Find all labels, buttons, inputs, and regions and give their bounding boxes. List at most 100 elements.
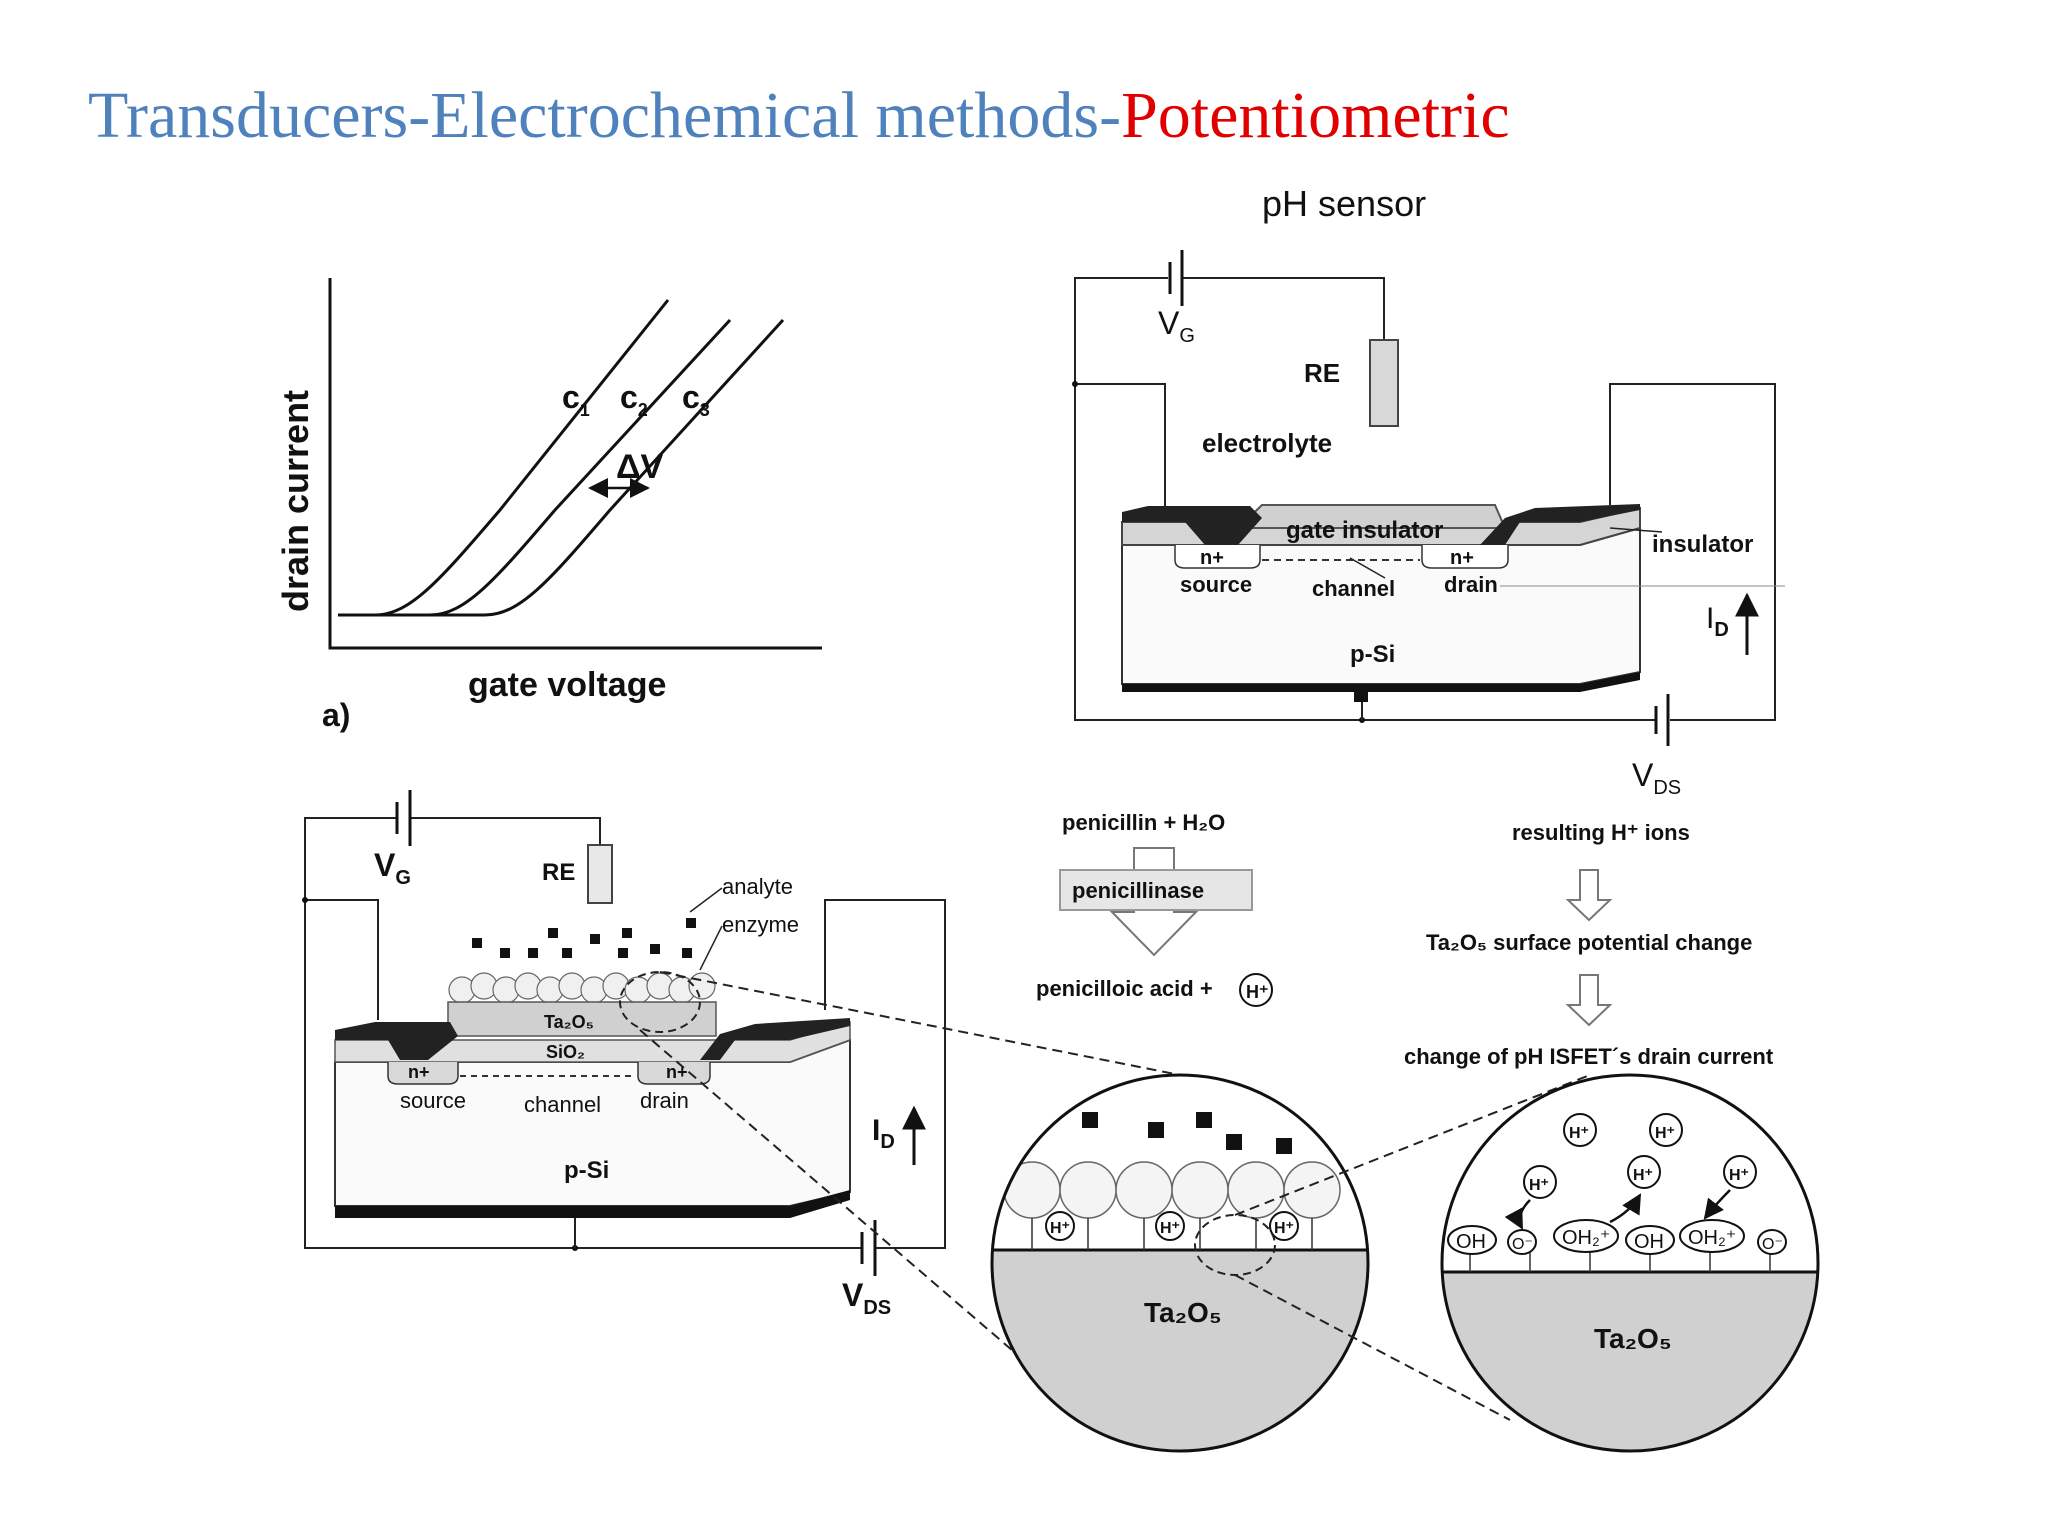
zoom-circle-surface: OH O⁻ OH₂⁺ OH OH₂⁺ O⁻ H⁺ H⁺ H⁺ H⁺ [1440,1073,1820,1453]
ph-drain-contact [1480,504,1640,545]
zoom2-oxide [1442,1272,1818,1451]
ph-nplus-source: n+ [1200,547,1224,569]
svg-text:H⁺: H⁺ [1729,1167,1749,1184]
reaction-h-ion: H⁺ [1246,982,1269,1002]
ph-sensor-title: pH sensor [1262,183,1426,224]
svg-text:H⁺: H⁺ [1050,1220,1070,1237]
curve-label-c2: c2 [620,379,648,420]
svg-text:OH₂⁺: OH₂⁺ [1688,1227,1736,1249]
svg-text:H⁺: H⁺ [1529,1177,1549,1194]
reaction-products: penicilloic acid + [1036,976,1213,1001]
ph-re-label: RE [1304,358,1340,388]
ph-channel-label: channel [1312,576,1395,601]
curve-label-c1: c1 [562,379,590,420]
ph-vds-label: VDS [1632,757,1681,799]
svg-text:OH: OH [1456,1231,1486,1253]
ph-insulator-label: insulator [1652,531,1753,558]
enfet-ta2o5-layer [447,1001,717,1037]
ph-id-label: ID [1706,602,1729,641]
ph-vg-label: VG [1158,305,1195,347]
zoom2-h-ions: H⁺ H⁺ H⁺ H⁺ H⁺ [1523,1113,1757,1199]
zoom1-oxide [992,1250,1368,1451]
svg-text:H⁺: H⁺ [1655,1125,1675,1142]
svg-text:H⁺: H⁺ [1633,1167,1653,1184]
title-accent: Potentiometric [1121,79,1510,152]
enfet-re-label: RE [542,859,575,886]
svg-text:O⁻: O⁻ [1512,1236,1533,1253]
ph-gate-insulator-label: gate insulator [1286,517,1443,544]
zoom1-oxide-label: Ta₂O₅ [1144,1297,1222,1328]
ph-source-label: source [1180,572,1252,597]
ph-nplus-drain: n+ [1450,547,1474,569]
enzyme-layer [448,972,716,1004]
drain-circuit-wire [1362,383,1776,721]
curve-label-c3: c3 [682,379,710,420]
chain-step3: change of pH ISFET´s drain current [1404,1044,1774,1069]
enfet-id-label: ID [872,1114,895,1153]
chain-arrow-2 [1565,974,1613,1027]
panel-label: a) [322,697,350,733]
gate-circuit-wire [1074,277,1385,721]
enfet-source-label: source [400,1088,466,1113]
enfet-source-diffusion [387,1062,459,1085]
ph-source-contact [1122,506,1262,545]
graph-xlabel: gate voltage [468,666,666,704]
enfet-nplus-drain: n+ [666,1062,688,1082]
ph-backside-contact [1122,672,1640,692]
enfet-nplus-source: n+ [408,1062,430,1082]
enfet-drain-wire [570,899,946,1249]
enfet-diagram: VG VDS RE analyte enzyme [302,790,1181,1401]
reference-electrode [1369,339,1399,427]
enfet-vg-label: VG [374,847,411,889]
cause-chain: resulting H⁺ ions Ta₂O₅ surface potentia… [1404,820,1774,1069]
enfet-substrate-label: p-Si [564,1157,609,1184]
title-main: Transducers-Electrochemical methods- [88,79,1122,152]
ph-drain-diffusion [1421,545,1509,569]
chain-arrow-1 [1565,869,1613,922]
slide-title: Transducers-Electrochemical methods-Pote… [88,78,1510,154]
svg-text:H⁺: H⁺ [1160,1220,1180,1237]
transfer-curve-graph: ΔV c1 c2 c3 drain current gate voltage a… [275,278,822,733]
ph-drain-label: drain [1444,572,1498,597]
enfet-reference-electrode [587,844,613,904]
electrolyte-label: electrolyte [1202,428,1332,458]
enfet-drain-label: drain [640,1088,689,1113]
svg-text:H⁺: H⁺ [1274,1220,1294,1237]
analyte-molecules [472,918,696,958]
enfet-vds-label: VDS [842,1277,891,1319]
enzymatic-reaction: penicillin + H₂O penicillinase penicillo… [1036,810,1273,1007]
zoom2-surface-groups: OH O⁻ OH₂⁺ OH OH₂⁺ O⁻ [1447,1219,1787,1255]
svg-text:H⁺: H⁺ [1569,1125,1589,1142]
enfet-back-contact [335,1190,850,1218]
delta-v-label: ΔV [616,448,663,486]
ph-substrate-label: p-Si [1350,641,1395,668]
graph-axes [328,278,822,650]
reaction-reactants: penicillin + H₂O [1062,810,1225,835]
chain-step1: resulting H⁺ ions [1512,820,1690,845]
ph-source-diffusion [1174,545,1261,569]
reaction-enzyme: penicillinase [1072,878,1204,903]
svg-text:OH₂⁺: OH₂⁺ [1562,1227,1610,1249]
analyte-label: analyte [722,874,793,899]
chain-step2: Ta₂O₅ surface potential change [1426,930,1752,955]
zoom-circle-enzyme: H⁺ H⁺ H⁺ Ta₂O₅ [990,1073,1591,1453]
ph-sensor-diagram: pH sensor VG VDS RE electrolyte n+ n+ ga… [1072,183,1785,799]
curve-c3 [338,318,785,617]
enfet-channel-label: channel [524,1092,601,1117]
svg-text:OH: OH [1634,1231,1664,1253]
enfet-sio2-label: SiO₂ [546,1042,585,1062]
zoom1-h-ions: H⁺ H⁺ H⁺ [1045,1211,1299,1241]
enfet-drain-diffusion [637,1062,711,1085]
reaction-h-ion-circle [1239,973,1273,1007]
enfet-ta2o5-label: Ta₂O₅ [544,1012,594,1032]
zoom2-oxide-label: Ta₂O₅ [1594,1323,1672,1354]
graph-ylabel: drain current [275,390,316,612]
zoom-marker-ellipse [619,971,701,1033]
enfet-source-contact [335,1022,458,1060]
enzyme-label: enzyme [722,912,799,937]
enfet-drain-contact [700,1018,850,1060]
enfet-gate-wire [304,817,601,1249]
svg-text:O⁻: O⁻ [1762,1236,1783,1253]
enzyme-box [1059,869,1253,911]
